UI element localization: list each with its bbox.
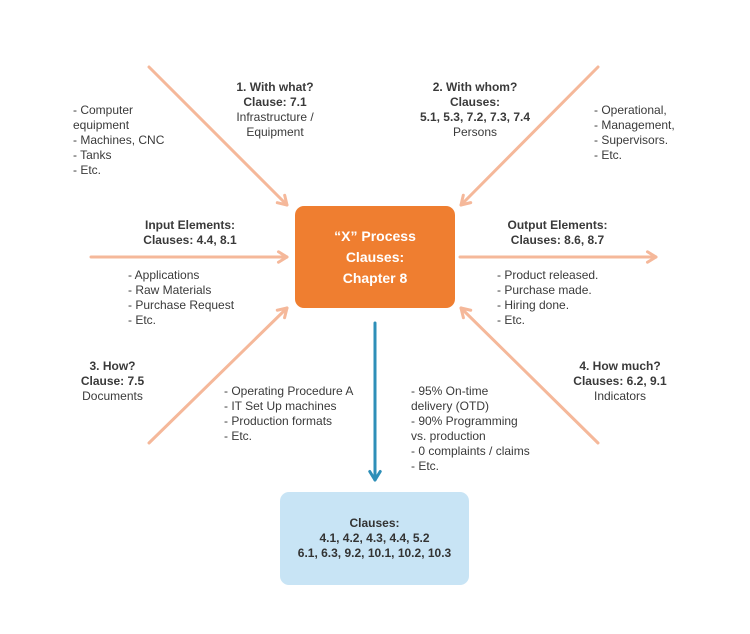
list-item: - Operational, (594, 103, 667, 117)
with-whom-clause-label: Clauses: (449, 95, 501, 109)
output-elements-clauses: Clauses: 8.6, 8.7 (510, 233, 605, 247)
list-item: - Hiring done. (497, 298, 570, 312)
list-item: - Etc. (411, 459, 440, 473)
list-item: - 90% Programming (411, 414, 518, 428)
arrow-input-head (276, 250, 289, 264)
clauses-box-line-1: 4.1, 4.2, 4.3, 4.4, 5.2 (319, 531, 430, 545)
list-item: - Computer (73, 103, 134, 117)
list-item: - 95% On-time (411, 384, 489, 398)
persons-list: - Operational, - Management, - Superviso… (594, 103, 675, 163)
input-elements-label: Input Elements: Clauses: 4.4, 8.1 (130, 218, 250, 248)
list-item: - Machines, CNC (73, 133, 165, 147)
arrow-with-whom-line (459, 65, 600, 207)
input-elements-title: Input Elements: (144, 218, 235, 232)
arrow-input (89, 250, 289, 264)
documents-list: - Operating Procedure A - IT Set Up mach… (224, 384, 353, 444)
list-item: - Etc. (497, 313, 526, 327)
list-item: - Purchase made. (497, 283, 592, 297)
process-clause-label: Clauses: (345, 248, 405, 265)
how-much-title: 4. How much? (579, 359, 661, 373)
list-item: - Etc. (224, 429, 253, 443)
list-item: - Raw Materials (128, 283, 212, 297)
list-item: - Supervisors. (594, 133, 669, 147)
clauses-box-label: Clauses: (349, 516, 400, 530)
clauses-box-line-2: 6.1, 6.3, 9.2, 10.1, 10.2, 10.3 (297, 546, 452, 560)
arrow-down-head (368, 469, 382, 482)
list-item: - Production formats (224, 414, 333, 428)
list-item: - IT Set Up machines (224, 399, 337, 413)
arrow-with-what-head (275, 193, 289, 207)
how-label: 3. How? Clause: 7.5 Documents (65, 359, 160, 404)
arrow-output-head (645, 250, 658, 264)
arrow-with-what (147, 65, 289, 207)
output-list: - Product released. - Purchase made. - H… (497, 268, 598, 328)
with-what-title: 1. With what? (236, 80, 314, 94)
how-much-clause: Clauses: 6.2, 9.1 (573, 374, 667, 388)
with-what-desc-1: Infrastructure / (236, 110, 314, 124)
arrow-how-much-line (459, 306, 600, 445)
list-item: - Product released. (497, 268, 599, 282)
list-item: - Management, (594, 118, 675, 132)
with-whom-desc: Persons (452, 125, 498, 139)
how-clause: Clause: 7.5 (80, 374, 145, 388)
indicators-list: - 95% On-time delivery (OTD) - 90% Progr… (411, 384, 530, 474)
arrow-with-whom (459, 65, 600, 207)
arrow-how-line (147, 306, 289, 445)
arrow-how (147, 306, 289, 445)
list-item: equipment (73, 118, 130, 132)
input-list: - Applications - Raw Materials - Purchas… (128, 268, 234, 328)
with-what-label: 1. With what? Clause: 7.1 Infrastructure… (210, 80, 340, 140)
with-whom-label: 2. With whom? Clauses: 5.1, 5.3, 7.2, 7.… (405, 80, 545, 140)
list-item: delivery (OTD) (411, 399, 490, 413)
output-elements-title: Output Elements: (507, 218, 608, 232)
arrow-with-whom-head (459, 193, 473, 207)
how-much-label: 4. How much? Clauses: 6.2, 9.1 Indicator… (565, 359, 675, 404)
list-item: - Tanks (73, 148, 112, 162)
with-whom-title: 2. With whom? (432, 80, 518, 94)
input-elements-clauses: Clauses: 4.4, 8.1 (143, 233, 237, 247)
with-what-desc-2: Equipment (246, 125, 304, 139)
with-what-clause: Clause: 7.1 (243, 95, 307, 109)
list-item: vs. production (411, 429, 486, 443)
how-much-desc: Indicators (593, 389, 647, 403)
list-item: - 0 complaints / claims (411, 444, 530, 458)
arrow-how-much-head (459, 306, 473, 320)
how-desc: Documents (82, 389, 143, 403)
equipment-list: - Computer equipment - Machines, CNC - T… (73, 103, 164, 178)
list-item: - Etc. (73, 163, 102, 177)
arrow-down (368, 321, 382, 482)
list-item: - Purchase Request (128, 298, 235, 312)
list-item: - Applications (128, 268, 200, 282)
with-whom-clauses: 5.1, 5.3, 7.2, 7.3, 7.4 (419, 110, 531, 124)
list-item: - Etc. (594, 148, 623, 162)
how-title: 3. How? (89, 359, 136, 373)
list-item: - Operating Procedure A (224, 384, 354, 398)
process-box: “X” Process Clauses: Chapter 8 (295, 206, 455, 308)
arrow-how-much (459, 306, 600, 445)
output-elements-label: Output Elements: Clauses: 8.6, 8.7 (495, 218, 620, 248)
arrow-output (458, 250, 658, 264)
process-title: “X” Process (334, 227, 416, 244)
arrow-with-what-line (147, 65, 289, 207)
arrow-how-head (275, 306, 289, 320)
clauses-box: Clauses: 4.1, 4.2, 4.3, 4.4, 5.2 6.1, 6.… (280, 492, 469, 585)
process-chapter: Chapter 8 (342, 269, 408, 286)
list-item: - Etc. (128, 313, 157, 327)
